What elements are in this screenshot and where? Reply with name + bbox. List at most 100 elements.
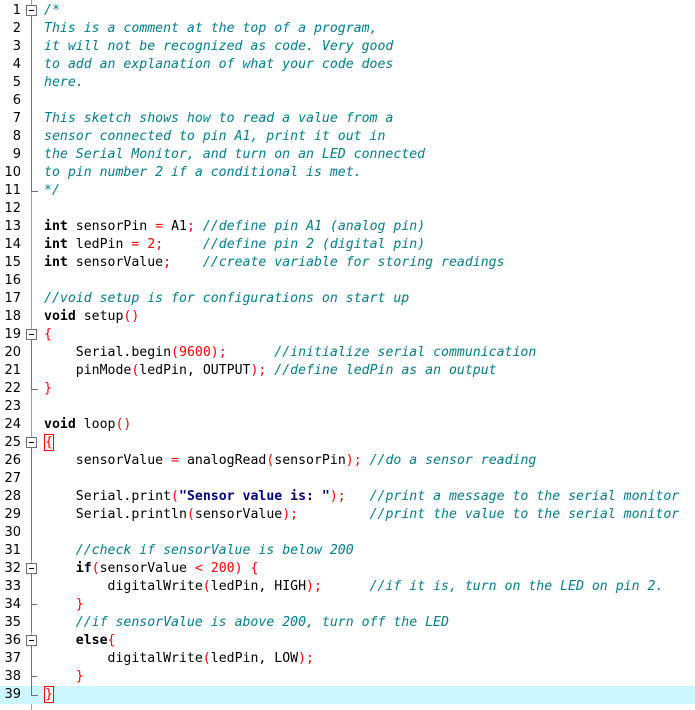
code-line[interactable]: 35 //if sensorValue is above 200, turn o… xyxy=(0,614,695,632)
code-token: pinMode xyxy=(44,363,132,378)
code-text[interactable]: else{ xyxy=(44,632,116,650)
code-text[interactable]: This sketch shows how to read a value fr… xyxy=(44,110,393,128)
code-text[interactable]: if(sensorValue < 200) { xyxy=(44,560,259,578)
code-token: //print a message to the serial monitor xyxy=(369,489,680,504)
code-text[interactable]: sensor connected to pin A1, print it out… xyxy=(44,128,385,146)
code-line[interactable]: 28 Serial.print("Sensor value is: "); //… xyxy=(0,488,695,506)
code-line[interactable]: 38 } xyxy=(0,668,695,686)
code-text[interactable]: Serial.begin(9600); //initialize serial … xyxy=(44,344,537,362)
code-token: ledPin, OUTPUT xyxy=(139,363,251,378)
code-text[interactable]: void setup() xyxy=(44,308,139,326)
code-text[interactable]: the Serial Monitor, and turn on an LED c… xyxy=(44,146,425,164)
fold-collapse-icon[interactable] xyxy=(26,560,37,578)
code-line[interactable]: 1/* xyxy=(0,2,695,20)
code-line[interactable]: 17//void setup is for configurations on … xyxy=(0,290,695,308)
code-line[interactable]: 6 xyxy=(0,92,695,110)
code-text[interactable]: } xyxy=(44,686,54,704)
fold-collapse-icon[interactable] xyxy=(26,632,37,650)
line-number: 6 xyxy=(12,93,21,108)
code-text[interactable]: { xyxy=(44,326,52,344)
code-text[interactable]: int sensorPin = A1; //define pin A1 (ana… xyxy=(44,218,425,236)
code-token: sensorValue xyxy=(99,561,195,576)
fold-collapse-icon[interactable] xyxy=(26,2,37,20)
code-text[interactable]: //void setup is for configurations on st… xyxy=(44,290,409,308)
code-line[interactable]: 21 pinMode(ledPin, OUTPUT); //define led… xyxy=(0,362,695,380)
code-text[interactable]: Serial.println(sensorValue); //print the… xyxy=(44,506,679,524)
code-token: ( xyxy=(186,507,195,522)
fold-guide-icon xyxy=(26,164,37,182)
fold-collapse-icon[interactable] xyxy=(26,434,37,452)
code-text[interactable]: //check if sensorValue is below 200 xyxy=(44,542,354,560)
code-token: () xyxy=(115,417,132,432)
code-text[interactable]: int sensorValue; //create variable for s… xyxy=(44,254,505,272)
code-text[interactable]: */ xyxy=(44,182,60,200)
code-text[interactable]: sensorValue = analogRead(sensorPin); //d… xyxy=(44,452,537,470)
code-line[interactable]: 37 digitalWrite(ledPin, LOW); xyxy=(0,650,695,668)
code-line[interactable]: 26 sensorValue = analogRead(sensorPin); … xyxy=(0,452,695,470)
code-text[interactable]: it will not be recognized as code. Very … xyxy=(44,38,393,56)
code-text[interactable]: pinMode(ledPin, OUTPUT); //define ledPin… xyxy=(44,362,497,380)
code-token: int xyxy=(44,255,68,270)
code-token: //define pin A1 (analog pin) xyxy=(202,219,426,234)
code-line[interactable]: 32 if(sensorValue < 200) { xyxy=(0,560,695,578)
code-line[interactable]: 19{ xyxy=(0,326,695,344)
code-token: } xyxy=(75,597,84,612)
code-text[interactable]: here. xyxy=(44,74,84,92)
fold-guide-icon xyxy=(26,542,37,560)
code-line[interactable]: 23 xyxy=(0,398,695,416)
line-number: 39 xyxy=(4,687,21,702)
code-line[interactable]: 22} xyxy=(0,380,695,398)
code-text[interactable]: This is a comment at the top of a progra… xyxy=(44,20,377,38)
code-line[interactable]: 34 } xyxy=(0,596,695,614)
code-text[interactable]: //if sensorValue is above 200, turn off … xyxy=(44,614,449,632)
code-text[interactable]: } xyxy=(44,596,84,614)
code-token: sensorValue xyxy=(67,255,164,270)
code-line[interactable]: 16 xyxy=(0,272,695,290)
code-line[interactable]: 25{ xyxy=(0,434,695,452)
line-number: 37 xyxy=(4,651,21,666)
code-text[interactable]: } xyxy=(44,380,52,398)
code-line[interactable]: 31 //check if sensorValue is below 200 xyxy=(0,542,695,560)
code-line[interactable]: 12 xyxy=(0,200,695,218)
code-text[interactable]: digitalWrite(ledPin, HIGH); //if it is, … xyxy=(44,578,664,596)
code-line[interactable]: 33 digitalWrite(ledPin, HIGH); //if it i… xyxy=(0,578,695,596)
code-line[interactable]: 39} xyxy=(0,686,695,704)
code-token: //void setup is for configurations on st… xyxy=(44,291,410,306)
code-line[interactable]: 27 xyxy=(0,470,695,488)
code-text[interactable]: to add an explanation of what your code … xyxy=(44,56,393,74)
code-text[interactable]: { xyxy=(44,434,54,452)
code-token xyxy=(298,507,369,522)
code-line[interactable]: 20 Serial.begin(9600); //initialize seri… xyxy=(0,344,695,362)
code-line[interactable]: 11*/ xyxy=(0,182,695,200)
code-text[interactable]: void loop() xyxy=(44,416,131,434)
line-number: 31 xyxy=(4,543,21,558)
code-text[interactable]: digitalWrite(ledPin, LOW); xyxy=(44,650,314,668)
code-text[interactable]: /* xyxy=(44,2,60,20)
code-text[interactable]: int ledPin = 2; //define pin 2 (digital … xyxy=(44,236,425,254)
code-text[interactable]: } xyxy=(44,668,84,686)
code-text[interactable]: to pin number 2 if a conditional is met. xyxy=(44,164,362,182)
fold-collapse-icon[interactable] xyxy=(26,326,37,344)
code-token: else xyxy=(75,633,108,648)
fold-guide-icon xyxy=(26,218,37,236)
code-line[interactable]: 30 xyxy=(0,524,695,542)
code-line[interactable]: 29 Serial.println(sensorValue); //print … xyxy=(0,506,695,524)
code-token: //check if sensorValue is below 200 xyxy=(75,543,354,558)
code-token: Serial.print xyxy=(44,489,172,504)
code-line[interactable]: 36 else{ xyxy=(0,632,695,650)
code-text[interactable]: Serial.print("Sensor value is: "); //pri… xyxy=(44,488,679,506)
